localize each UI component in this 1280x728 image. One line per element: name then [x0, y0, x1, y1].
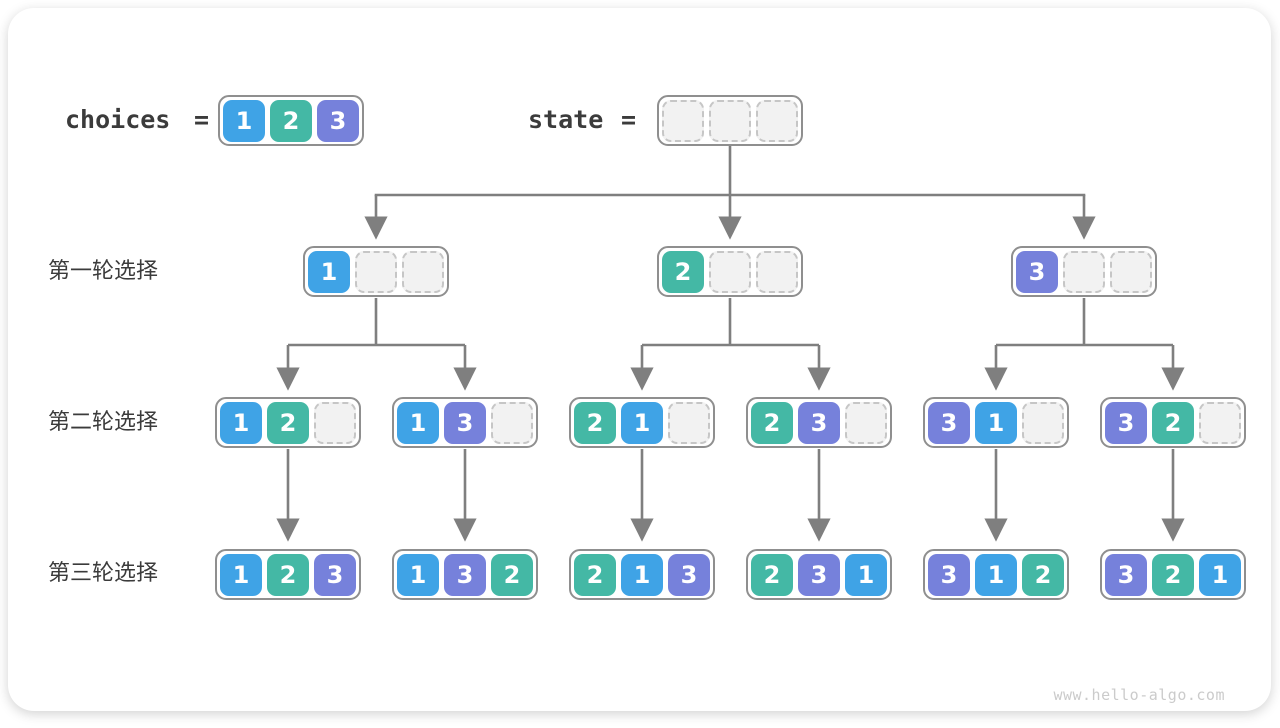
slot-cell-1: 1 [975, 401, 1017, 444]
state-label: state [528, 105, 604, 134]
slot-cell-2: 2 [491, 553, 533, 596]
empty-slot [314, 401, 356, 444]
slot-cell-1: 1 [397, 401, 439, 444]
node-box-2: 2 [657, 246, 803, 297]
slot-cell-1: 1 [975, 553, 1017, 596]
slot-cell-2: 2 [267, 401, 309, 444]
slot-cell-2: 2 [267, 553, 309, 596]
empty-slot [402, 250, 444, 293]
slot-cell-3: 3 [798, 553, 840, 596]
empty-slot [1063, 250, 1105, 293]
empty-slot [1110, 250, 1152, 293]
slot-cell-3: 3 [1105, 401, 1147, 444]
slot-cell-1: 1 [397, 553, 439, 596]
choices-equals-sign: = [194, 105, 210, 134]
slot-cell-3: 3 [668, 553, 710, 596]
slot-cell-3: 3 [444, 401, 486, 444]
slot-cell-2: 2 [574, 553, 616, 596]
slot-cell-1: 1 [621, 401, 663, 444]
slot-cell-2: 2 [1152, 401, 1194, 444]
slot-cell-2: 2 [1152, 553, 1194, 596]
empty-slot [1022, 401, 1064, 444]
slot-cell-3: 3 [928, 553, 970, 596]
empty-slot [668, 401, 710, 444]
empty-slot [756, 250, 798, 293]
choices-label: choices [65, 105, 171, 134]
round-3-label: 第三轮选择 [48, 561, 159, 586]
slot-cell-2: 2 [1022, 553, 1064, 596]
slot-cell-3: 3 [928, 401, 970, 444]
slot-cell-2: 2 [751, 553, 793, 596]
empty-slot [662, 99, 704, 142]
slot-cell-2: 2 [574, 401, 616, 444]
slot-cell-1: 1 [223, 99, 265, 142]
slot-cell-1: 1 [845, 553, 887, 596]
slot-cell-1: 1 [621, 553, 663, 596]
slot-cell-1: 1 [220, 401, 262, 444]
node-box-1: 1 [303, 246, 449, 297]
empty-slot [1199, 401, 1241, 444]
slot-cell-3: 3 [798, 401, 840, 444]
slot-cell-3: 3 [317, 99, 359, 142]
round-1-label: 第一轮选择 [48, 259, 159, 284]
empty-slot [355, 250, 397, 293]
state-box [657, 95, 803, 146]
slot-cell-3: 3 [444, 553, 486, 596]
watermark: www.hello-algo.com [1053, 686, 1225, 704]
node-box-3: 3 [1011, 246, 1157, 297]
slot-cell-3: 3 [314, 553, 356, 596]
empty-slot [491, 401, 533, 444]
empty-slot [756, 99, 798, 142]
slot-cell-1: 1 [1199, 553, 1241, 596]
empty-slot [709, 250, 751, 293]
slot-cell-2: 2 [751, 401, 793, 444]
slot-cell-1: 1 [220, 553, 262, 596]
empty-slot [709, 99, 751, 142]
slot-cell-2: 2 [270, 99, 312, 142]
slot-cell-1: 1 [308, 250, 350, 293]
state-equals-sign: = [621, 105, 637, 134]
slot-cell-3: 3 [1105, 553, 1147, 596]
round-2-label: 第二轮选择 [48, 410, 159, 435]
empty-slot [845, 401, 887, 444]
slot-cell-2: 2 [662, 250, 704, 293]
slot-cell-3: 3 [1016, 250, 1058, 293]
